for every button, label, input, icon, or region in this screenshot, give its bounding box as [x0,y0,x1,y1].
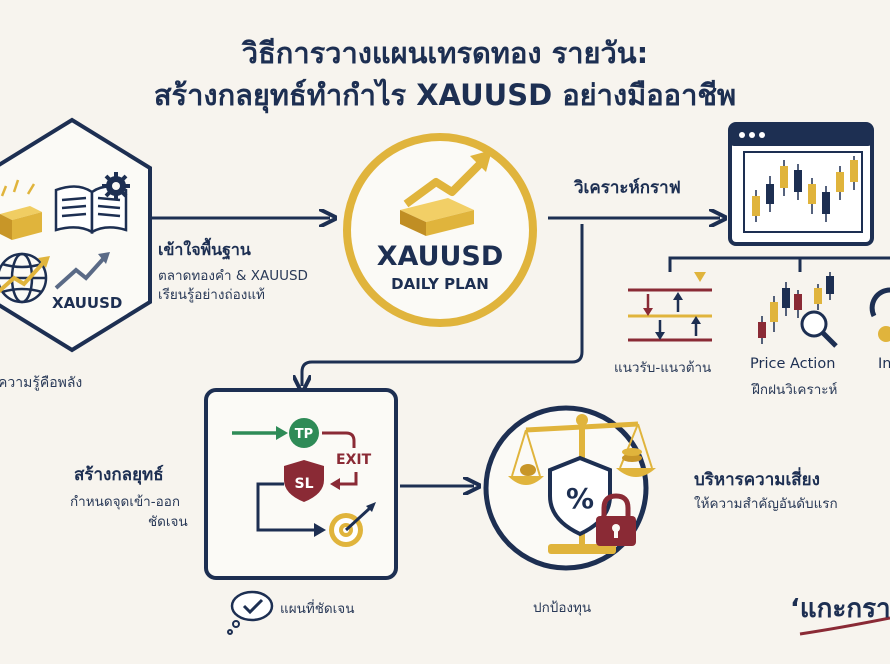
risk-circle: % [483,405,656,571]
indicator-gauge-icon [869,287,890,342]
center-plan-circle: XAUUSD DAILY PLAN [343,133,537,327]
knowledge-line1: ตลาดทองคำ & XAUUSD [158,268,308,284]
target-icon [329,502,376,547]
magnifier-icon [800,310,828,338]
support-resistance-icon [628,272,712,342]
risk-caption: ปกป้องทุน [533,600,592,616]
risk-heading: บริหารความเสี่ยง [694,470,820,490]
indicator-label: In [878,356,890,372]
page-title-line1: วิธีการวางแผนเทรดทอง รายวัน: [241,36,649,70]
strategy-line2: ชัดเจน [148,514,188,530]
lock-icon [596,493,636,546]
center-plan: DAILY PLAN [391,275,489,293]
candlestick-chart-window [728,122,874,246]
knowledge-hexagon: XAUUSD [0,117,152,353]
exit-label: EXIT [336,452,372,468]
strategy-line1: กำหนดจุดเข้า-ออก [70,494,181,510]
stop-loss-shield-icon [284,460,324,502]
chart-analysis-heading: วิเคราะห์กราฟ [574,178,681,198]
support-resistance-label: แนวรับ-แนวต้าน [614,360,712,376]
center-symbol: XAUUSD [377,241,504,272]
arrow-center-to-strategy [302,224,584,386]
gold-bar-icon [400,198,474,236]
knowledge-caption: ความรู้คือพลัง [0,375,83,391]
knowledge-line2: เรียนรู้อย่างถ่องแท้ [158,287,265,303]
take-profit-icon [289,418,319,448]
price-action-label: Price Action [750,356,836,372]
strategy-caption: แผนที่ชัดเจน [280,601,355,617]
quote-underline [799,616,890,636]
tp-label: TP [295,427,313,442]
thought-bubble-check-icon [227,590,274,635]
price-action-icon [758,272,838,348]
gear-icon [102,172,130,200]
footer-quote: ‘แกะกรา [790,594,890,624]
price-action-sublabel: ฝึกฝนวิเคราะห์ [752,382,838,398]
candles [752,156,858,222]
xauusd-badge: XAUUSD [52,294,122,312]
gold-bars-icon [0,179,42,240]
sl-label: SL [294,476,313,492]
page-title-line2: สร้างกลยุทธ์ทำกำไร XAUUSD อย่างมืออาชีพ [153,78,737,112]
percent-symbol: % [566,482,594,515]
flow-arrows [152,218,890,486]
strategy-heading: สร้างกลยุทธ์ [74,465,164,485]
trend-up-gold-icon [0,260,46,294]
strategy-box: TP EXIT SL [204,388,398,580]
risk-line1: ให้ความสำคัญอันดับแรก [694,496,838,512]
trend-up-icon [54,256,106,290]
knowledge-heading: เข้าใจพื้นฐาน [158,240,251,259]
growth-arrow-icon [403,161,483,208]
branch-chart-items [668,256,890,268]
